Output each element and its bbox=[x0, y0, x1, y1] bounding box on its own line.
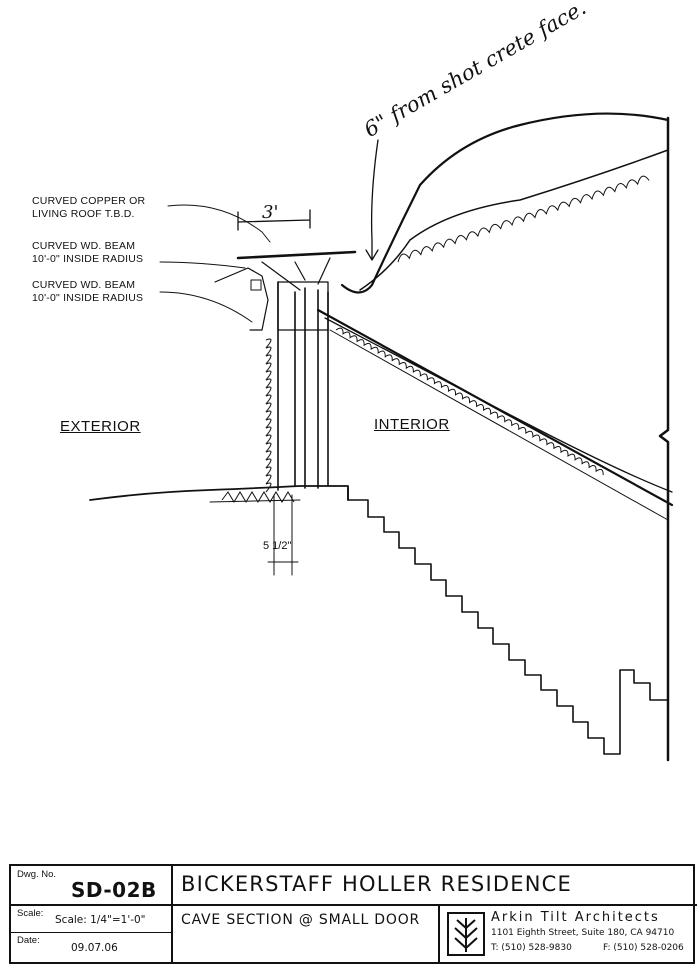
note-beam-2-line1: CURVED WD. BEAM bbox=[32, 279, 136, 291]
scale-value: Scale: 1/4"=1'-0" bbox=[55, 914, 146, 926]
ground-line bbox=[89, 485, 349, 501]
firm-address: 1101 Eighth Street, Suite 180, CA 94710 bbox=[491, 928, 675, 938]
note-roof-line1: CURVED COPPER OR bbox=[32, 195, 146, 207]
note-beam-2: CURVED WD. BEAM 10'-0" INSIDE RADIUS bbox=[32, 279, 143, 305]
date-label: Date: bbox=[17, 935, 40, 946]
note-beam-1-line2: 10'-0" INSIDE RADIUS bbox=[32, 253, 144, 265]
firm-name: Arkin Tilt Architects bbox=[491, 910, 660, 925]
cave-wall-line bbox=[658, 116, 670, 762]
label-exterior: EXTERIOR bbox=[60, 418, 141, 435]
note-beam-2-line2: 10'-0" INSIDE RADIUS bbox=[32, 292, 144, 304]
stair-steps bbox=[347, 487, 669, 755]
firm-fax: F: (510) 528-0206 bbox=[603, 943, 684, 953]
roof-cap bbox=[236, 250, 357, 260]
project-name: BICKERSTAFF HOLLER RESIDENCE bbox=[181, 872, 572, 896]
note-beam-1: CURVED WD. BEAM 10'-0" INSIDE RADIUS bbox=[32, 240, 143, 266]
annotation-arrow bbox=[365, 139, 379, 261]
shotcrete-face bbox=[340, 112, 670, 294]
dimension-3ft: 3' bbox=[262, 202, 279, 223]
title-block: Dwg. No. SD-02B BICKERSTAFF HOLLER RESID… bbox=[9, 864, 697, 964]
drawing-number: SD-02B bbox=[71, 878, 157, 902]
dwg-no-label: Dwg. No. bbox=[17, 869, 57, 880]
note-roof: CURVED COPPER OR LIVING ROOF T.B.D. bbox=[32, 195, 145, 221]
cave-section-drawing bbox=[89, 112, 674, 762]
wall-column bbox=[277, 281, 329, 491]
sheet-title: CAVE SECTION @ SMALL DOOR bbox=[181, 912, 421, 928]
label-interior: INTERIOR bbox=[374, 416, 450, 433]
firm-logo-icon bbox=[447, 912, 485, 956]
note-roof-line2: LIVING ROOF T.B.D. bbox=[32, 208, 135, 220]
scale-label: Scale: bbox=[17, 908, 44, 919]
note-beam-1-line1: CURVED WD. BEAM bbox=[32, 240, 136, 252]
dimension-wall-thickness: 5 1/2" bbox=[263, 540, 292, 552]
firm-phone: T: (510) 528-9830 bbox=[491, 943, 572, 953]
date-value: 09.07.06 bbox=[71, 942, 118, 954]
